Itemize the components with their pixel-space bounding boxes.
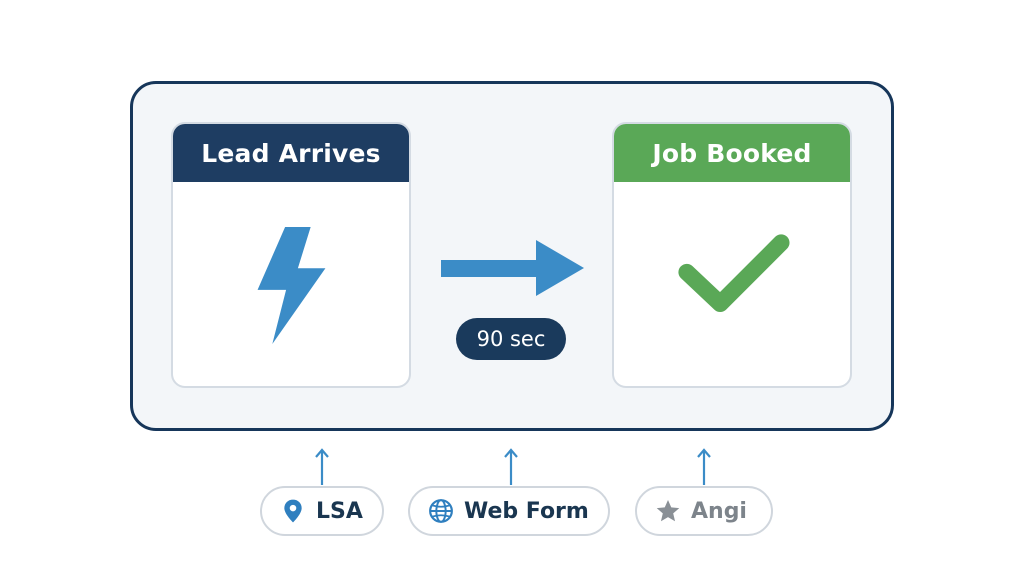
- checkmark-icon: [678, 234, 790, 313]
- time-badge: 90 sec: [456, 318, 566, 360]
- star-icon: [656, 499, 680, 522]
- globe-icon: [429, 499, 453, 523]
- up-arrow-icon: [315, 448, 329, 485]
- lead-arrives-card: Lead Arrives: [171, 122, 411, 388]
- location-pin-icon: [284, 499, 302, 523]
- up-arrow-icon: [504, 448, 518, 485]
- lightning-bolt-icon: [257, 226, 326, 344]
- job-booked-title: Job Booked: [614, 124, 850, 182]
- source-label-web-form: Web Form: [464, 498, 589, 524]
- up-arrow-icon: [697, 448, 711, 485]
- right-arrow-icon: [441, 240, 584, 296]
- source-label-angi: Angi: [691, 498, 747, 524]
- source-pill-lsa: LSA: [260, 486, 384, 536]
- source-label-lsa: LSA: [316, 498, 363, 524]
- job-booked-card: Job Booked: [612, 122, 852, 388]
- source-pill-angi: Angi: [635, 486, 773, 536]
- source-pill-web-form: Web Form: [408, 486, 610, 536]
- lead-arrives-title: Lead Arrives: [173, 124, 409, 182]
